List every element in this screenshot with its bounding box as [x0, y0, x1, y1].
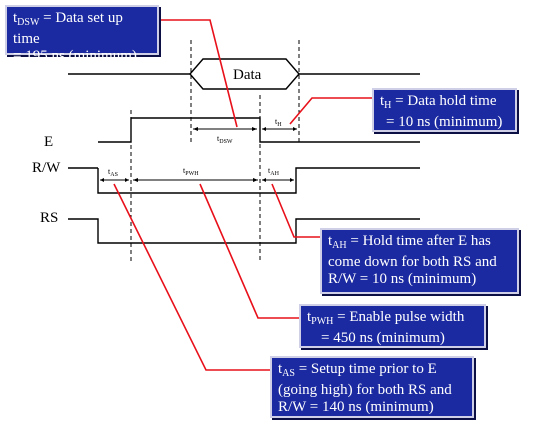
tah-label: tAH: [268, 166, 280, 177]
tas-label: tAS: [108, 167, 118, 178]
rw-signal-label: R/W: [32, 160, 61, 176]
tpwh-arrow: [133, 178, 258, 182]
tah-callout-line: [271, 183, 321, 238]
tas-callout-line1: tAS = Setup time prior to E: [278, 361, 437, 379]
tah-callout-line2: come down for both RS and: [328, 254, 497, 270]
tah-callout: tAH = Hold time after E has come down fo…: [320, 228, 519, 294]
tdsw-callout-line: [158, 19, 238, 128]
th-arrow: [262, 127, 297, 131]
th-label: tH: [275, 117, 282, 128]
tpwh-callout-line2: = 450 ns (minimum): [321, 330, 445, 346]
tas-callout-line: [113, 183, 272, 371]
th-callout-line2: = 10 ns (minimum): [386, 114, 503, 130]
rs-signal-label: RS: [40, 210, 58, 226]
e-signal-label: E: [44, 134, 53, 150]
callout-lines: [113, 19, 374, 371]
rs-waveform: [68, 218, 420, 244]
tah-arrow: [262, 178, 294, 182]
rw-waveform: [68, 167, 420, 194]
tdsw-callout-line2: = 195 ns (minimum): [13, 48, 137, 64]
guide-lines: [130, 40, 300, 262]
tpwh-callout-line1: tPWH = Enable pulse width: [307, 309, 465, 327]
th-callout-line1: tH = Data hold time: [380, 93, 497, 111]
tah-callout-line1: tAH = Hold time after E has: [328, 233, 491, 251]
tas-callout-line3: R/W = 140 ns (minimum): [278, 399, 434, 415]
tah-callout-line3: R/W = 10 ns (minimum): [328, 271, 477, 287]
tdsw-arrow: [193, 127, 257, 131]
tas-callout: tAS = Setup time prior to E (going high)…: [270, 356, 474, 418]
data-waveform: [68, 58, 420, 90]
data-label: Data: [233, 67, 262, 83]
tpwh-label: tPWH: [183, 166, 199, 177]
tas-callout-line2: (going high) for both RS and: [278, 382, 452, 398]
th-callout: tH = Data hold time = 10 ns (minimum): [372, 88, 517, 132]
e-waveform: [98, 117, 420, 143]
tpwh-callout-line: [199, 183, 300, 319]
tdsw-callout: tDSW = Data set up time = 195 ns (minimu…: [5, 5, 159, 64]
th-callout-line: [289, 97, 374, 125]
tas-arrow: [100, 178, 129, 182]
tdsw-callout-line1: tDSW = Data set up time: [13, 10, 123, 47]
tdsw-label: tDSW: [217, 134, 233, 145]
tpwh-callout: tPWH = Enable pulse width = 450 ns (mini…: [299, 304, 486, 348]
